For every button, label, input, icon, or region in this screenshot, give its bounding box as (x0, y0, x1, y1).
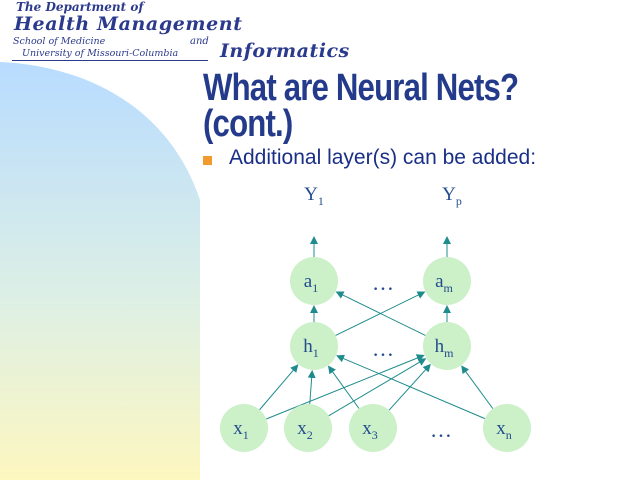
logo-informatics: Informatics (220, 40, 350, 62)
logo-university: University of Missouri-Columbia (22, 48, 179, 59)
logo-health-management: Health Management (14, 13, 243, 35)
edge-hm-a1 (335, 291, 426, 336)
x1-node (220, 404, 268, 452)
y1-label: Y1 (304, 184, 324, 208)
ellipsis-output-layer: … (372, 270, 394, 295)
am-node (423, 257, 471, 305)
network-edges (259, 236, 494, 420)
bullet-square-icon (203, 156, 212, 165)
logo-and: and (190, 36, 209, 47)
edge-xn-hm (461, 365, 494, 409)
edge-x1-h1 (259, 364, 299, 411)
ellipsis-hidden-layer: … (372, 336, 394, 361)
ellipsis-input-layer: … (430, 417, 452, 442)
slide-title-line1: What are Neural Nets? (203, 67, 519, 109)
x2-node (284, 404, 332, 452)
slide-title: What are Neural Nets? (cont.) (203, 67, 547, 145)
edge-x2-hm (328, 358, 427, 417)
bullet-text: Additional layer(s) can be added: (229, 146, 537, 169)
logo-department-line: The Department of (16, 0, 144, 14)
edge-x3-hm (388, 363, 431, 411)
edge-x3-h1 (328, 365, 360, 409)
edge-xn-h1 (336, 354, 486, 420)
edge-x1-hm (266, 354, 425, 420)
h1-node (290, 322, 338, 370)
yp-label: Yp (442, 184, 462, 208)
xn-node (483, 404, 531, 452)
slide-title-line2: (cont.) (203, 103, 293, 145)
a1-node (290, 257, 338, 305)
logo-school-of-medicine: School of Medicine (13, 36, 106, 47)
logo-divider (12, 60, 208, 61)
edge-x2-h1 (307, 369, 316, 405)
hm-node (423, 322, 471, 370)
department-logo: The Department of Health Management Scho… (0, 0, 380, 64)
x3-node (349, 404, 397, 452)
